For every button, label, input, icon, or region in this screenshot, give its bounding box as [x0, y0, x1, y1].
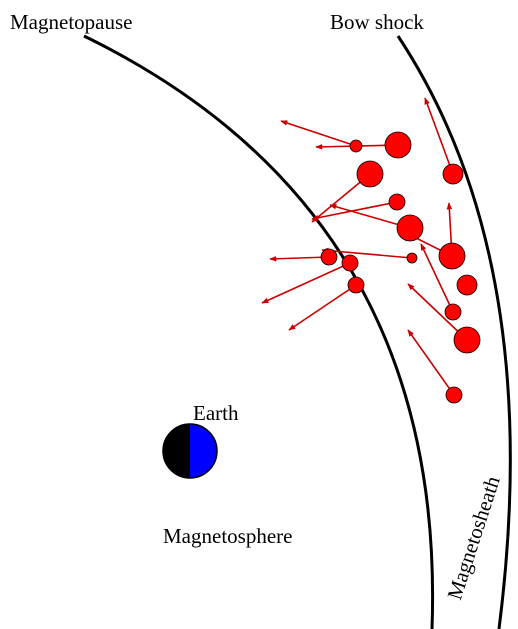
particles: [320, 131, 481, 404]
particle: [388, 193, 406, 211]
velocity-arrow: [420, 243, 454, 313]
earth-night-side: [163, 424, 190, 478]
velocity-arrow: [288, 284, 357, 331]
bow-shock-label: Bow shock: [330, 10, 424, 34]
velocity-arrow: [329, 204, 411, 229]
velocity-arrow: [269, 255, 330, 262]
magnetopause-label: Magnetopause: [10, 10, 133, 34]
earth: [162, 423, 218, 479]
particle: [438, 242, 466, 270]
particle: [356, 160, 384, 188]
bow-shock-boundary: [396, 35, 512, 629]
velocity-arrow: [311, 201, 398, 221]
velocity-arrow: [407, 283, 468, 341]
particle: [445, 386, 463, 404]
particle: [453, 326, 481, 354]
velocity-arrow: [321, 247, 413, 259]
velocity-arrow: [280, 120, 357, 147]
earth-outline: [162, 423, 218, 479]
particle: [349, 139, 363, 153]
magnetopause-boundary: [83, 34, 435, 629]
particle: [456, 274, 478, 296]
particle: [320, 248, 338, 266]
earth-label: Earth: [193, 401, 239, 425]
velocity-arrow: [261, 262, 351, 304]
particle: [442, 163, 464, 185]
particle: [341, 254, 359, 272]
particle: [444, 303, 462, 321]
particle: [396, 214, 424, 242]
velocity-arrow: [424, 97, 454, 175]
velocity-arrow: [407, 329, 455, 396]
magnetosphere-label: Magnetosphere: [163, 524, 293, 548]
particle: [384, 131, 412, 159]
particle: [347, 276, 365, 294]
earth-day-side: [190, 424, 217, 478]
velocity-arrows: [261, 97, 468, 396]
particle: [406, 252, 418, 264]
